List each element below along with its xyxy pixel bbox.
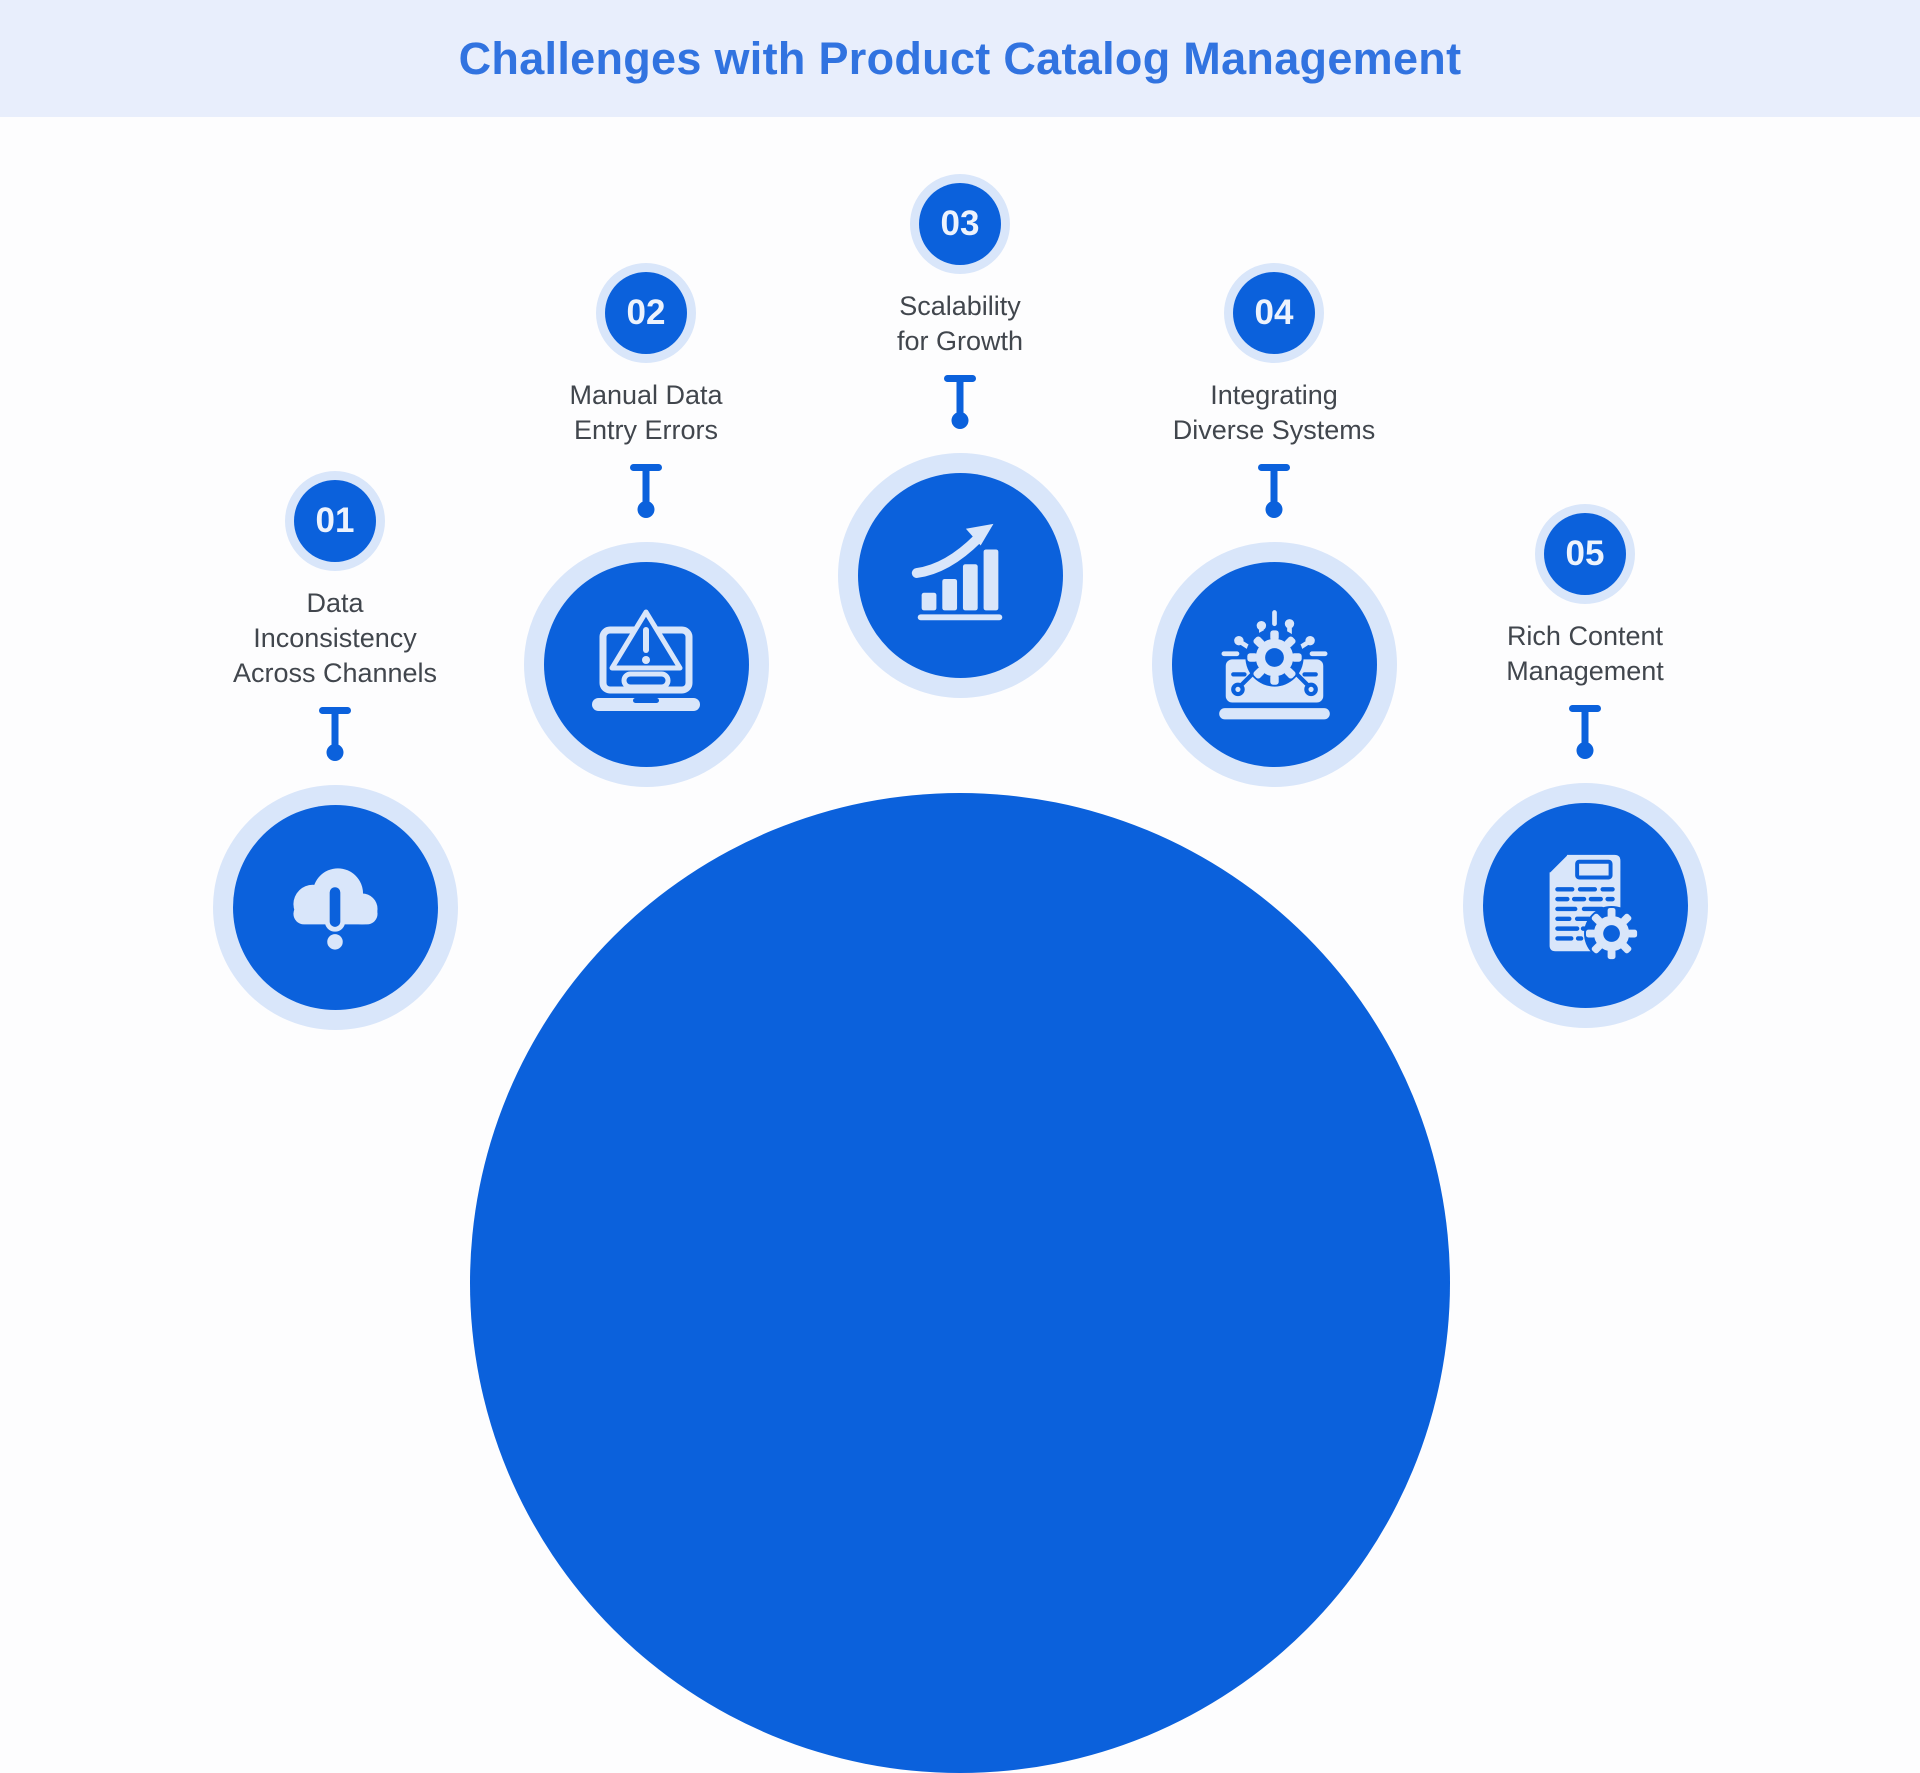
challenge-item-1: 01 Data Inconsistency Across Channels <box>165 471 505 1030</box>
icon-circle <box>837 453 1083 698</box>
step-number-circle: 05 <box>1544 513 1626 595</box>
step-number-badge: 01 <box>285 471 385 571</box>
icon-circle-inner <box>543 562 749 767</box>
document-gear-icon <box>1547 852 1640 961</box>
bottom-dome-shape <box>470 793 1450 1773</box>
icon-circle-inner <box>232 805 438 1010</box>
step-number: 02 <box>626 293 666 332</box>
label-line: Rich Content <box>1506 621 1664 651</box>
step-number-circle: 03 <box>919 183 1001 265</box>
challenge-item-3: 03 Scalability for Growth <box>790 174 1130 698</box>
step-number: 01 <box>315 501 355 540</box>
connector-pin-icon <box>630 464 662 518</box>
system-integration-icon <box>1218 609 1330 719</box>
growth-chart-icon <box>911 523 1003 620</box>
step-number: 04 <box>1254 293 1294 332</box>
challenge-label: Scalability for Growth <box>897 289 1023 359</box>
label-line: Management <box>1506 656 1664 686</box>
challenge-label: Rich Content Management <box>1506 619 1664 689</box>
challenge-label: Manual Data Entry Errors <box>569 378 722 448</box>
label-line: Entry Errors <box>573 415 719 445</box>
challenge-item-4: 04 Integrating Diverse Systems <box>1104 263 1444 787</box>
challenge-item-2: 02 Manual Data Entry Errors <box>476 263 816 787</box>
label-line: for Growth <box>896 326 1024 356</box>
step-number: 05 <box>1565 534 1605 573</box>
label-line: Data <box>306 588 364 618</box>
icon-circle <box>1151 542 1397 787</box>
label-line: Integrating <box>1210 380 1338 410</box>
connector-pin-icon <box>1569 705 1601 759</box>
laptop-warning-icon <box>592 609 700 711</box>
cloud-alert-icon <box>293 867 378 950</box>
connector-pin-icon <box>944 375 976 429</box>
step-number-badge: 02 <box>596 263 696 363</box>
step-number-circle: 04 <box>1233 272 1315 354</box>
label-line: Across Channels <box>232 658 438 688</box>
step-number-badge: 03 <box>910 174 1010 274</box>
connector-pin-icon <box>319 707 351 761</box>
label-line: Manual Data <box>569 380 723 410</box>
icon-circle <box>523 542 769 787</box>
label-line: Inconsistency <box>253 623 417 653</box>
connector-pin-icon <box>1258 464 1290 518</box>
icon-circle <box>212 785 458 1030</box>
label-line: Scalability <box>899 291 1021 321</box>
icon-circle <box>1462 783 1708 1028</box>
step-number: 03 <box>940 204 980 243</box>
icon-circle-inner <box>1482 803 1688 1008</box>
step-number-circle: 01 <box>294 480 376 562</box>
header-band: Challenges with Product Catalog Manageme… <box>0 0 1920 117</box>
page-title: Challenges with Product Catalog Manageme… <box>458 32 1462 84</box>
icon-circle-inner <box>1171 562 1377 767</box>
step-number-badge: 04 <box>1224 263 1324 363</box>
step-number-badge: 05 <box>1535 504 1635 604</box>
challenge-label: Data Inconsistency Across Channels <box>233 586 437 691</box>
step-number-circle: 02 <box>605 272 687 354</box>
label-line: Diverse Systems <box>1172 415 1376 445</box>
icon-circle-inner <box>857 473 1063 678</box>
challenge-label: Integrating Diverse Systems <box>1173 378 1376 448</box>
challenge-item-5: 05 Rich Content Management <box>1415 504 1755 1028</box>
